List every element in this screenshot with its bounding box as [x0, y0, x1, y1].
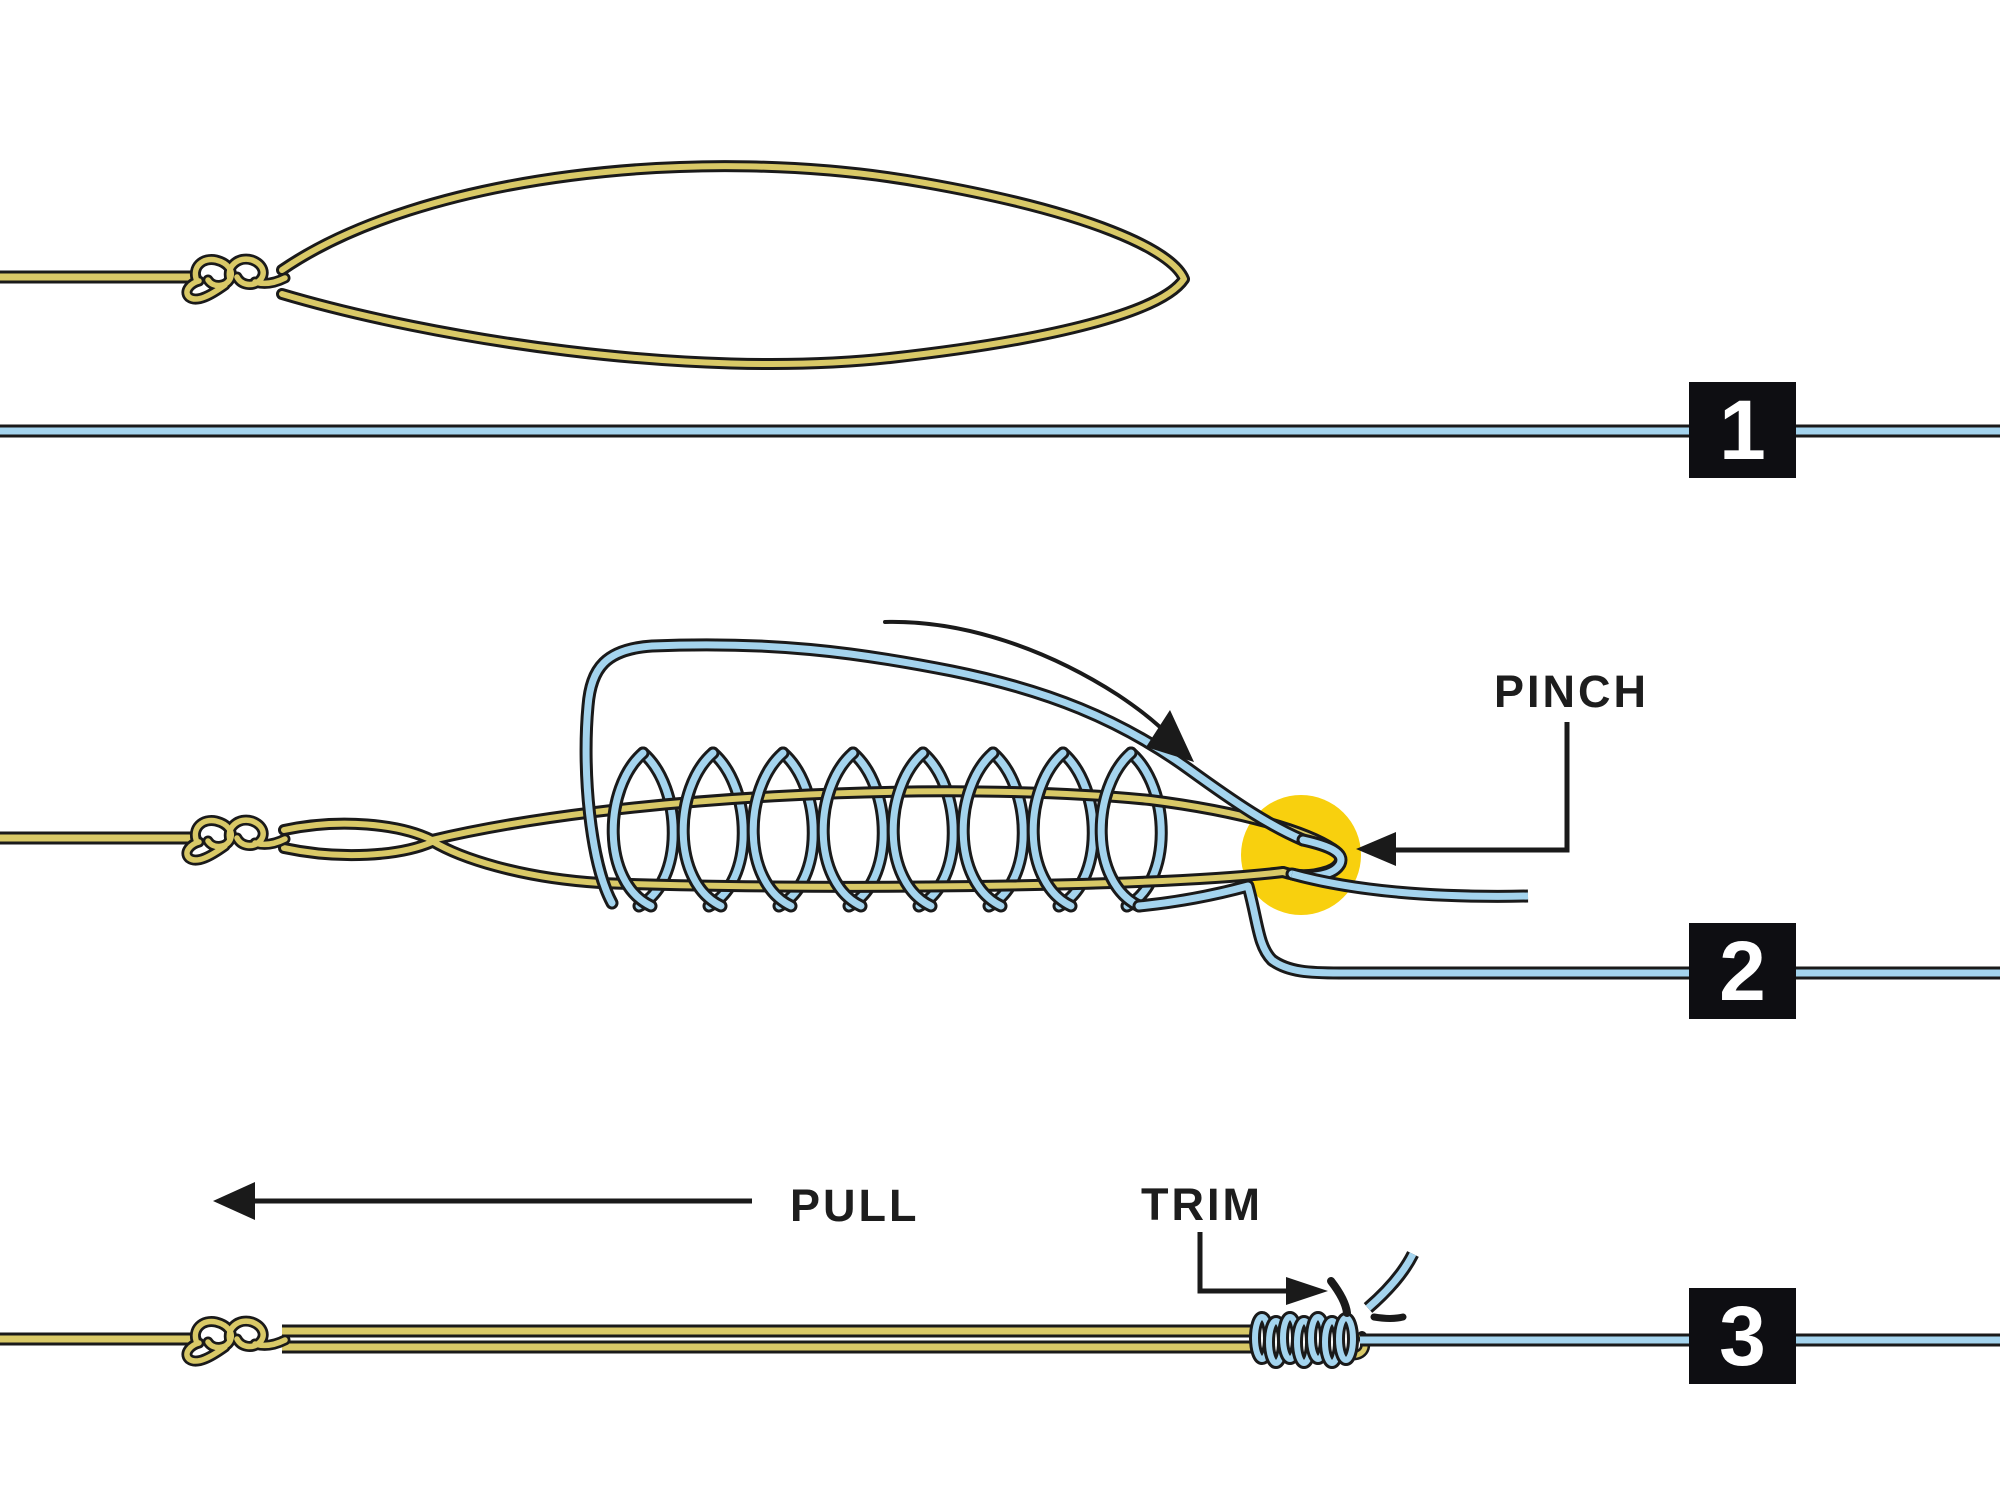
doubled-leader [282, 1324, 1255, 1354]
step-3-badge: 3 [1689, 1288, 1796, 1384]
pinch-label: PINCH [1494, 666, 1650, 717]
wrap-coils [1249, 1311, 1359, 1369]
trim-arrow-icon [1197, 1232, 1328, 1305]
pull-label: PULL [790, 1180, 920, 1231]
rotation-arrow-icon [883, 619, 1194, 762]
overhand-knot [187, 259, 285, 299]
step1-leader-with-loop [0, 160, 1190, 371]
step3-finished-knot [0, 1182, 2000, 1369]
coil-back-strands [632, 746, 1168, 913]
pull-arrow-icon [213, 1182, 752, 1220]
overhand-knot [187, 820, 285, 860]
coil-front-strands [606, 746, 1146, 913]
step-1-badge: 1 [1689, 382, 1796, 478]
step2-wrapping [0, 619, 2000, 980]
overhand-knot [187, 1321, 285, 1361]
trim-label: TRIM [1141, 1179, 1263, 1230]
pinch-arrow-icon [1356, 722, 1570, 866]
severed-tag-end [1327, 1250, 1419, 1322]
tippet-working-loop [579, 638, 2000, 980]
step-2-badge: 2 [1689, 923, 1796, 1019]
